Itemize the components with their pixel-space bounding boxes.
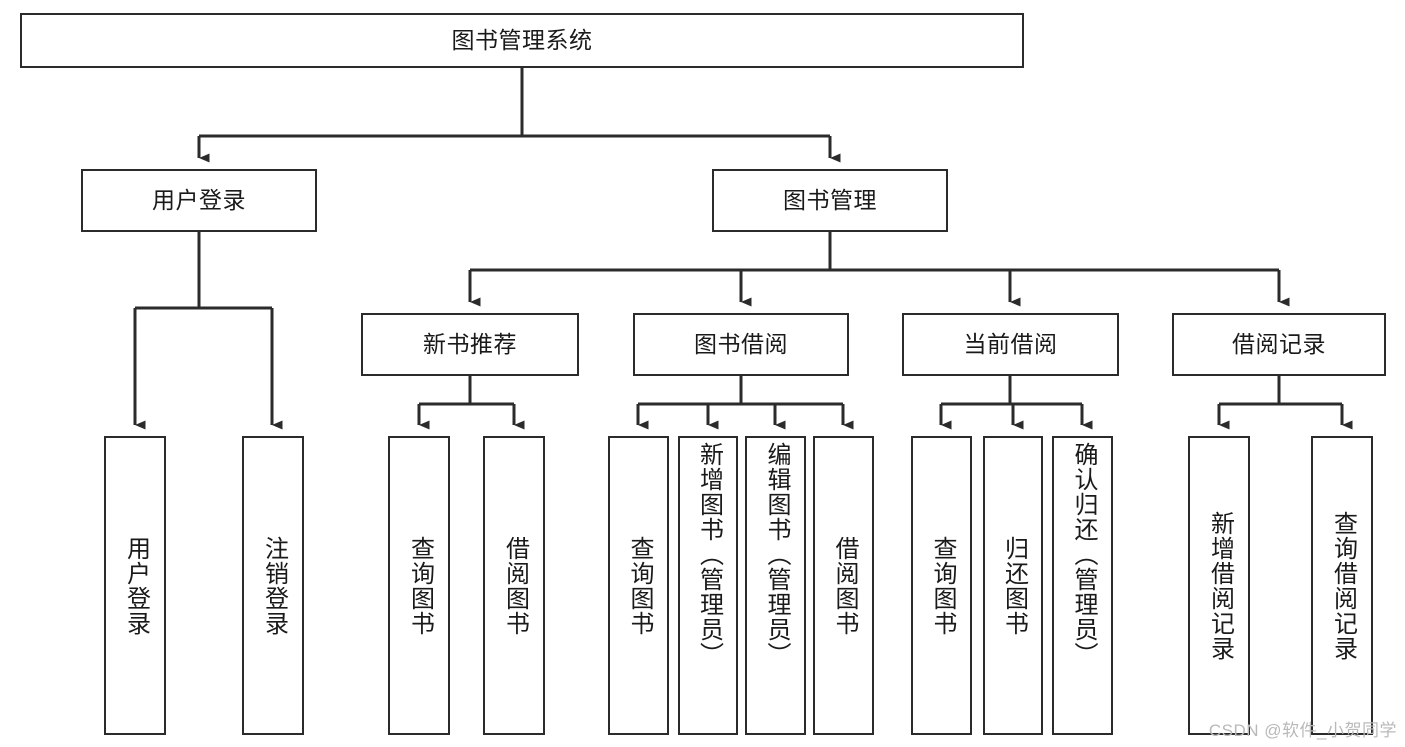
leaf-add-book-admin-label: 新增图书（管理员） [695, 442, 723, 667]
node-borrow-record-label: 借阅记录 [1232, 330, 1326, 357]
leaf-query-borrow-record-label: 查询借阅记录 [1329, 510, 1357, 661]
leaf-borrow-book-label: 借阅图书 [830, 535, 858, 636]
leaf-return-book-label: 归还图书 [1000, 535, 1028, 636]
leaf-query-book-label: 查询图书 [625, 535, 653, 636]
leaf-borrow-book[interactable]: 借阅图书 [813, 436, 874, 735]
leaf-user-login-label: 用户登录 [122, 535, 150, 636]
node-user-login-label: 用户登录 [152, 186, 246, 213]
leaf-query-book-current[interactable]: 查询图书 [911, 436, 972, 735]
node-root[interactable]: 图书管理系统 [20, 13, 1024, 68]
leaf-logout-label: 注销登录 [260, 535, 288, 636]
leaf-borrow-book-new-label: 借阅图书 [501, 535, 529, 636]
leaf-user-login[interactable]: 用户登录 [104, 436, 166, 735]
node-book-management-label: 图书管理 [783, 186, 877, 213]
leaf-return-book[interactable]: 归还图书 [983, 436, 1043, 735]
leaf-confirm-return-admin-label: 确认归还（管理员） [1069, 442, 1097, 667]
leaf-query-book-new-label: 查询图书 [406, 535, 434, 636]
leaf-borrow-book-new[interactable]: 借阅图书 [483, 436, 545, 735]
node-current-borrow-label: 当前借阅 [963, 330, 1058, 357]
node-book-management[interactable]: 图书管理 [712, 169, 948, 232]
node-root-label: 图书管理系统 [451, 26, 593, 53]
leaf-logout[interactable]: 注销登录 [242, 436, 304, 735]
leaf-confirm-return-admin[interactable]: 确认归还（管理员） [1052, 436, 1113, 735]
leaf-query-borrow-record[interactable]: 查询借阅记录 [1311, 436, 1373, 735]
leaf-add-book-admin[interactable]: 新增图书（管理员） [678, 436, 738, 735]
leaf-add-borrow-record-label: 新增借阅记录 [1206, 510, 1234, 661]
leaf-query-book-new[interactable]: 查询图书 [388, 436, 450, 735]
leaf-query-book[interactable]: 查询图书 [608, 436, 669, 735]
leaf-edit-book-admin-label: 编辑图书（管理员） [762, 442, 790, 667]
node-current-borrow[interactable]: 当前借阅 [902, 313, 1119, 376]
leaf-edit-book-admin[interactable]: 编辑图书（管理员） [745, 436, 806, 735]
node-new-book-recommend-label: 新书推荐 [423, 330, 517, 357]
leaf-query-book-current-label: 查询图书 [928, 535, 956, 636]
node-book-borrow[interactable]: 图书借阅 [633, 313, 849, 376]
leaf-add-borrow-record[interactable]: 新增借阅记录 [1188, 436, 1250, 735]
node-new-book-recommend[interactable]: 新书推荐 [361, 313, 579, 376]
node-user-login[interactable]: 用户登录 [81, 169, 317, 232]
node-borrow-record[interactable]: 借阅记录 [1172, 313, 1386, 376]
node-book-borrow-label: 图书借阅 [694, 330, 788, 357]
